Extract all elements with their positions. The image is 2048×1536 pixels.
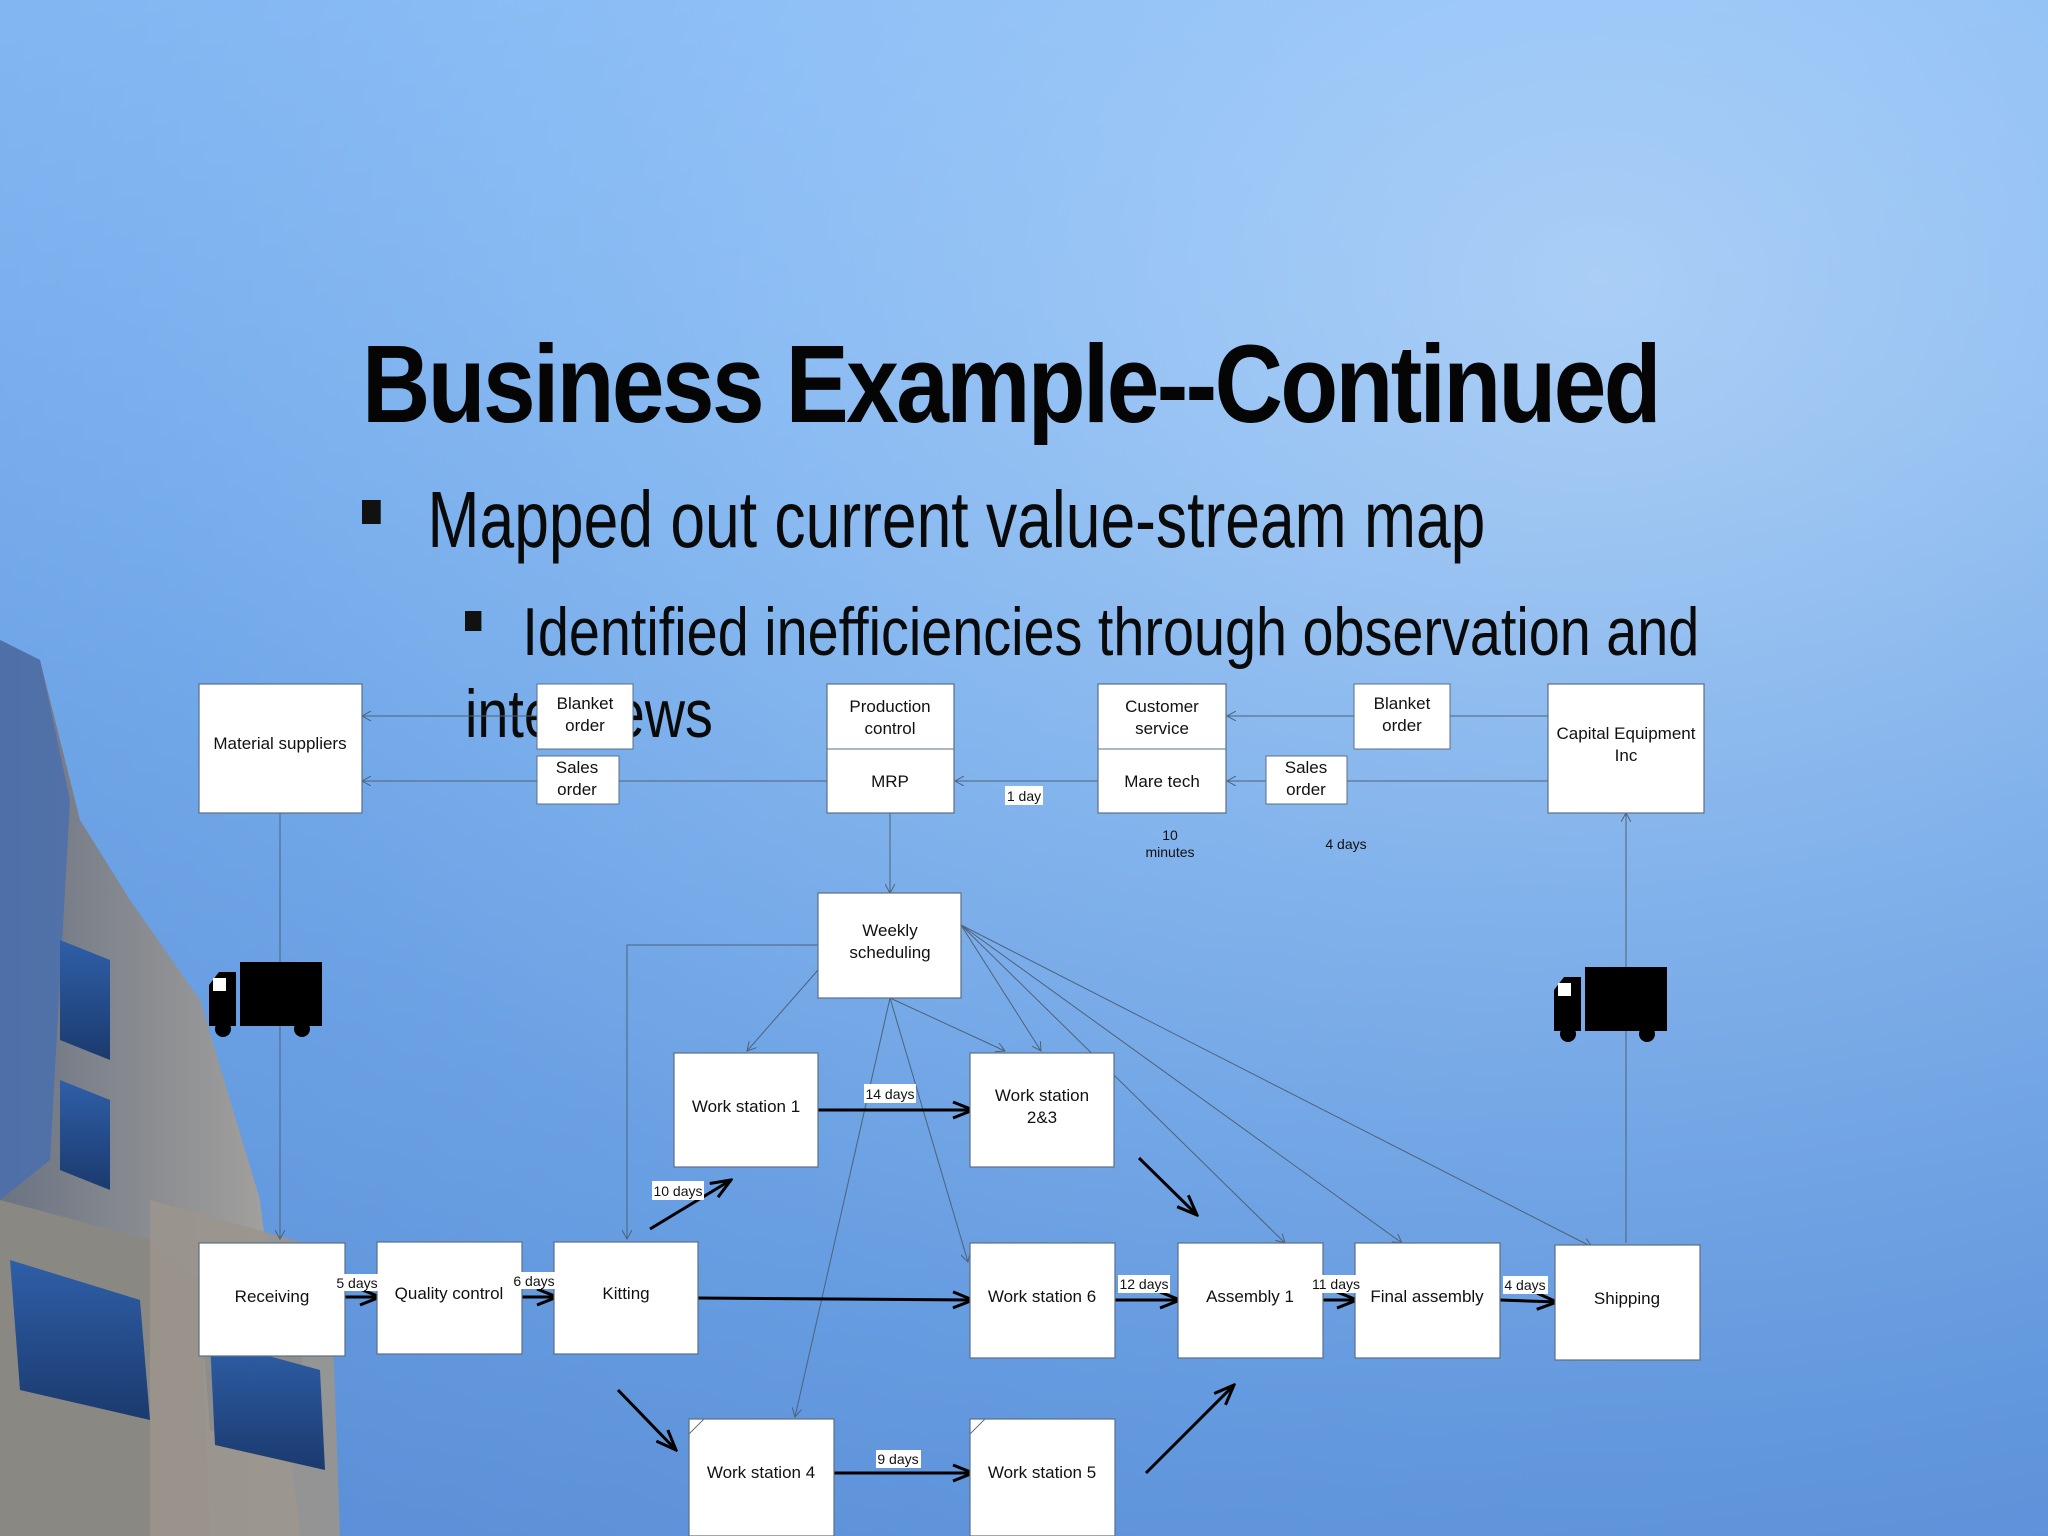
work-station-4-box: Work station 4 xyxy=(688,1418,835,1536)
info-line xyxy=(960,924,1041,1051)
final-assembly-label: Final assembly xyxy=(1370,1287,1484,1306)
sales-order-right-box: Sales order xyxy=(1265,755,1348,805)
time-4-days-order: 4 days xyxy=(1325,836,1366,852)
time-label: 5 days xyxy=(335,1274,380,1291)
info-line xyxy=(960,924,1285,1243)
work-station-23-line2: 2&3 xyxy=(1027,1108,1057,1127)
time-label: 10 days xyxy=(652,1181,704,1200)
time-10-minutes-line1: 10 xyxy=(1162,827,1178,843)
material-suppliers-label: Material suppliers xyxy=(213,734,346,753)
production-control-line2: control xyxy=(864,719,915,738)
time-label: 14 days xyxy=(864,1084,916,1103)
blanket-order-right-line2: order xyxy=(1382,716,1422,735)
bullet-2-text: Identified inefficiencies through observ… xyxy=(465,594,1700,752)
time-14-days: 14 days xyxy=(865,1086,914,1102)
work-station-5-label: Work station 5 xyxy=(988,1463,1096,1482)
flow-arrow xyxy=(649,1180,731,1231)
info-line xyxy=(960,924,1592,1247)
flow-arrow xyxy=(1499,1300,1557,1302)
work-station-1-label: Work station 1 xyxy=(692,1097,800,1116)
blanket-order-left-box: Blanket order xyxy=(536,683,634,750)
weekly-scheduling-line1: Weekly xyxy=(862,921,918,940)
mrp-label: MRP xyxy=(871,772,909,791)
flow-arrow xyxy=(616,1388,676,1450)
time-10-minutes-line2: minutes xyxy=(1145,844,1194,860)
blanket-order-right-box: Blanket order xyxy=(1353,683,1451,750)
sales-order-left-box: Sales order xyxy=(536,755,620,805)
time-label: 11 days xyxy=(1310,1275,1362,1293)
work-station-23-box: Work station 2&3 xyxy=(969,1052,1115,1168)
assembly-1-label: Assembly 1 xyxy=(1206,1287,1294,1306)
info-line xyxy=(627,944,818,1239)
bullet-1-text: Mapped out current value-stream map xyxy=(427,475,1486,564)
capital-equipment-box: Capital Equipment Inc xyxy=(1547,683,1705,814)
shipping-label: Shipping xyxy=(1594,1289,1660,1308)
kitting-label: Kitting xyxy=(602,1284,649,1303)
time-1-day: 1 day xyxy=(1007,788,1041,804)
weekly-scheduling-line2: scheduling xyxy=(849,943,930,962)
bullet-square-icon xyxy=(465,611,482,632)
material-suppliers-box: Material suppliers xyxy=(198,683,363,814)
info-line xyxy=(889,997,1005,1051)
work-station-6-box: Work station 6 xyxy=(969,1242,1116,1359)
flow-arrow xyxy=(1144,1385,1234,1475)
sales-order-left-line2: order xyxy=(557,780,597,799)
flow-arrow xyxy=(1137,1156,1197,1215)
bullet-square-icon xyxy=(362,499,381,524)
kitting-box: Kitting xyxy=(553,1241,699,1355)
production-control-line1: Production xyxy=(849,697,930,716)
sales-order-right-line2: order xyxy=(1286,780,1326,799)
time-5-days: 5 days xyxy=(336,1275,377,1291)
assembly-1-box: Assembly 1 xyxy=(1177,1242,1324,1359)
final-assembly-box: Final assembly xyxy=(1354,1242,1501,1359)
mare-tech-label: Mare tech xyxy=(1124,772,1200,791)
weekly-scheduling-box: Weekly scheduling xyxy=(817,892,962,999)
blanket-order-left-line2: order xyxy=(565,716,605,735)
time-11-days: 11 days xyxy=(1312,1276,1360,1292)
quality-control-box: Quality control xyxy=(376,1241,523,1355)
blanket-order-right-line1: Blanket xyxy=(1374,694,1431,713)
blanket-order-left-line1: Blanket xyxy=(557,694,614,713)
bullet-level-2: Identified inefficiencies through observ… xyxy=(465,592,1744,755)
work-station-5-box: Work station 5 xyxy=(969,1418,1116,1536)
capital-equipment-line2: Inc xyxy=(1615,746,1638,765)
bullet-level-1: Mapped out current value-stream map xyxy=(362,480,1688,560)
customer-service-box: Customer service Mare tech xyxy=(1097,683,1227,814)
info-line xyxy=(960,924,1402,1243)
receiving-label: Receiving xyxy=(235,1287,310,1306)
receiving-box: Receiving xyxy=(198,1242,346,1357)
time-label: 12 days xyxy=(1118,1275,1170,1293)
work-station-4-label: Work station 4 xyxy=(707,1463,815,1482)
customer-service-line1: Customer xyxy=(1125,697,1199,716)
info-line xyxy=(795,997,891,1417)
truck-icon xyxy=(209,962,322,1037)
quality-control-label: Quality control xyxy=(395,1284,504,1303)
slide-title: Business Example--Continued xyxy=(362,323,1662,446)
info-line xyxy=(889,997,968,1262)
work-station-1-box: Work station 1 xyxy=(673,1052,819,1168)
sales-order-right-line1: Sales xyxy=(1285,758,1328,777)
customer-service-line2: service xyxy=(1135,719,1189,738)
time-12-days: 12 days xyxy=(1119,1276,1168,1292)
time-9-days: 9 days xyxy=(877,1451,918,1467)
production-control-box: Production control MRP xyxy=(826,683,955,814)
time-6-days: 6 days xyxy=(513,1273,554,1289)
work-station-6-label: Work station 6 xyxy=(988,1287,1096,1306)
flow-arrow xyxy=(697,1298,973,1300)
time-label: 6 days xyxy=(511,1272,556,1289)
work-station-23-line1: Work station xyxy=(995,1086,1089,1105)
sales-order-left-line1: Sales xyxy=(556,758,599,777)
info-line xyxy=(747,969,819,1051)
time-label: 4 days xyxy=(1503,1276,1548,1294)
time-label: 9 days xyxy=(876,1450,921,1468)
shipping-box: Shipping xyxy=(1554,1244,1701,1361)
time-4-days-shipping: 4 days xyxy=(1504,1277,1545,1293)
capital-equipment-line1: Capital Equipment xyxy=(1557,724,1696,743)
time-10-days: 10 days xyxy=(653,1183,702,1199)
time-label: 1 day xyxy=(1005,786,1043,805)
truck-icon xyxy=(1554,967,1667,1042)
